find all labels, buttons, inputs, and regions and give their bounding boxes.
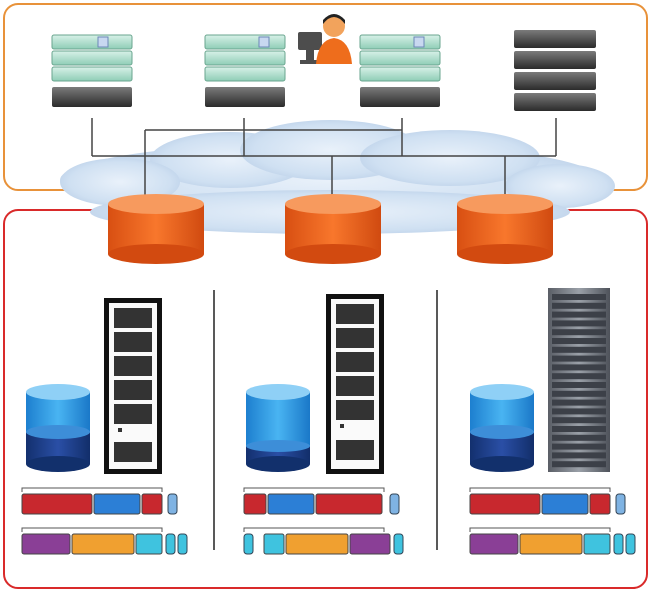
database-cylinder-icon: [26, 384, 90, 472]
disk-block: [71, 533, 135, 555]
rack-slot: [552, 355, 606, 362]
server-stack-icon: [359, 34, 441, 107]
disk-drive: [167, 493, 178, 515]
rack-slot: [552, 461, 606, 468]
rack-slot: [552, 399, 606, 406]
disk-block: [315, 493, 383, 515]
grey-rack-icon: [548, 288, 610, 472]
disk-block: [243, 493, 267, 515]
disk-block: [21, 533, 71, 555]
rack-slot: [552, 417, 606, 424]
disk-drive: [165, 533, 176, 555]
rack-slot: [552, 373, 606, 380]
rack-slot: [552, 452, 606, 459]
white-rack-icon: [326, 294, 384, 474]
disk-block: [519, 533, 583, 555]
disk-block: [469, 493, 541, 515]
disk-block: [267, 493, 315, 515]
disk-drive: [177, 533, 188, 555]
disk-drive: [613, 533, 624, 555]
rack-slot: [552, 294, 606, 300]
network-lines: [91, 118, 557, 200]
disk-drive: [393, 533, 404, 555]
admin-user-icon: [298, 14, 352, 64]
storage-column-2: [246, 294, 384, 474]
storage-cylinder-icon: [108, 194, 204, 264]
rack-slot: [552, 338, 606, 344]
server-stack-icon: [51, 34, 133, 107]
disk-block: [589, 493, 611, 515]
disk-shelves: [21, 487, 636, 555]
rack-slot: [552, 311, 606, 318]
rack-slot: [552, 320, 606, 327]
disk-shelf-group: [243, 487, 404, 555]
storage-cylinder-icon: [457, 194, 553, 264]
disk-block: [583, 533, 611, 555]
rack-slot: [552, 329, 606, 336]
disk-block: [285, 533, 349, 555]
disk-drive: [243, 533, 254, 555]
rack-slot: [552, 346, 606, 353]
database-cylinder-icon: [470, 384, 534, 472]
storage-column-1: [26, 298, 162, 474]
disk-drive: [389, 493, 400, 515]
rack-slot: [552, 408, 606, 415]
disk-block: [141, 493, 163, 515]
rack-slot: [552, 434, 606, 441]
disk-shelf-group: [469, 487, 636, 555]
disk-block: [349, 533, 391, 555]
database-cylinder-icon: [246, 384, 310, 472]
disk-block: [135, 533, 163, 555]
disk-drive: [615, 493, 626, 515]
rack-slot: [552, 302, 606, 309]
storage-cylinder-icon: [285, 194, 381, 264]
disk-block: [469, 533, 519, 555]
rack-slot: [552, 426, 606, 432]
rack-slot: [552, 382, 606, 388]
disk-block: [541, 493, 589, 515]
disk-shelf-group: [21, 487, 188, 555]
rack-slot: [552, 390, 606, 397]
disk-block: [93, 493, 141, 515]
server-stack-icon: [204, 34, 286, 107]
white-rack-icon: [104, 298, 162, 474]
storage-column-3: [470, 288, 610, 472]
dark-server-stack-icon: [514, 30, 596, 111]
rack-slot: [552, 364, 606, 371]
disk-block: [263, 533, 285, 555]
disk-block: [21, 493, 93, 515]
rack-slot: [552, 443, 606, 450]
disk-drive: [625, 533, 636, 555]
